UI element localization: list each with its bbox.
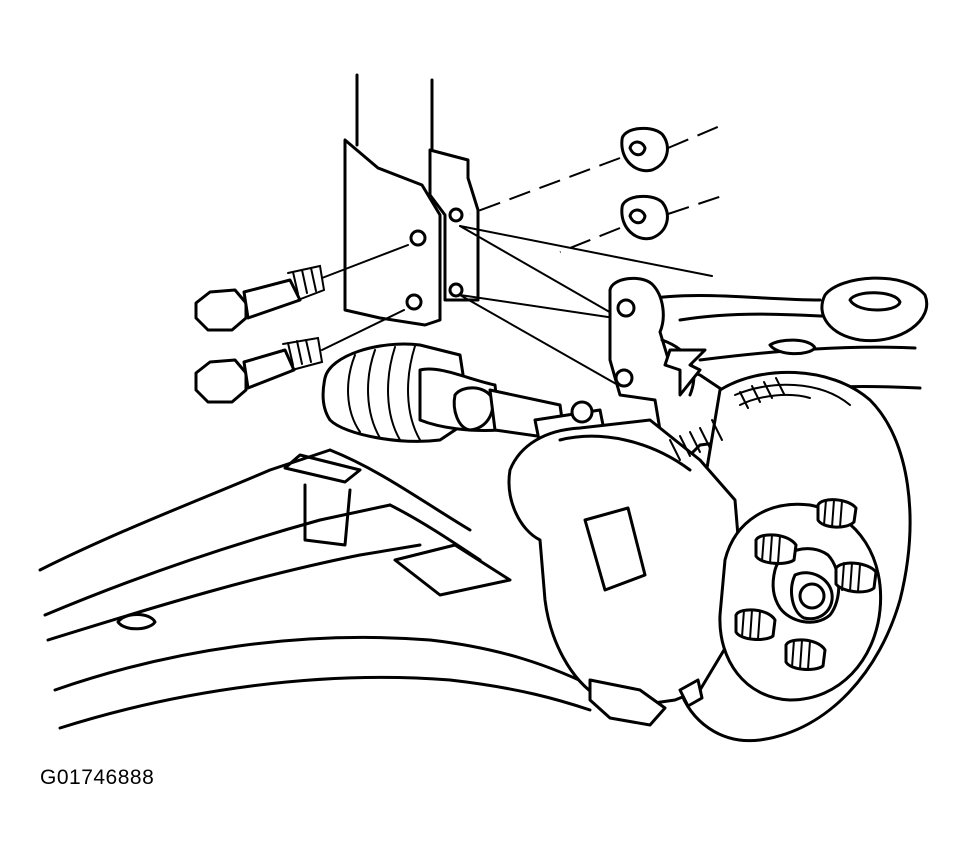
nut-upper — [469, 125, 721, 215]
strut — [343, 73, 480, 327]
wheel-stud — [784, 638, 827, 671]
wheel-hub — [718, 502, 883, 702]
nut-lower — [559, 194, 723, 253]
tone-ring — [669, 377, 785, 461]
wheel-stud — [834, 561, 878, 594]
guide-lines — [459, 225, 713, 386]
wheel-studs — [734, 498, 878, 671]
wheel-stud — [734, 608, 777, 641]
brake-caliper — [507, 418, 742, 727]
strut-bolt-hole-lower — [405, 293, 423, 311]
bolt-upper — [194, 244, 409, 332]
wheel-stud — [816, 498, 858, 529]
drive-axle — [321, 342, 612, 472]
wheel-stud — [754, 533, 798, 565]
strut-bolt-hole-upper — [409, 229, 427, 247]
wheel-center — [798, 582, 826, 610]
bolt-lower — [194, 309, 405, 404]
figure-code: G01746888 — [40, 766, 155, 789]
